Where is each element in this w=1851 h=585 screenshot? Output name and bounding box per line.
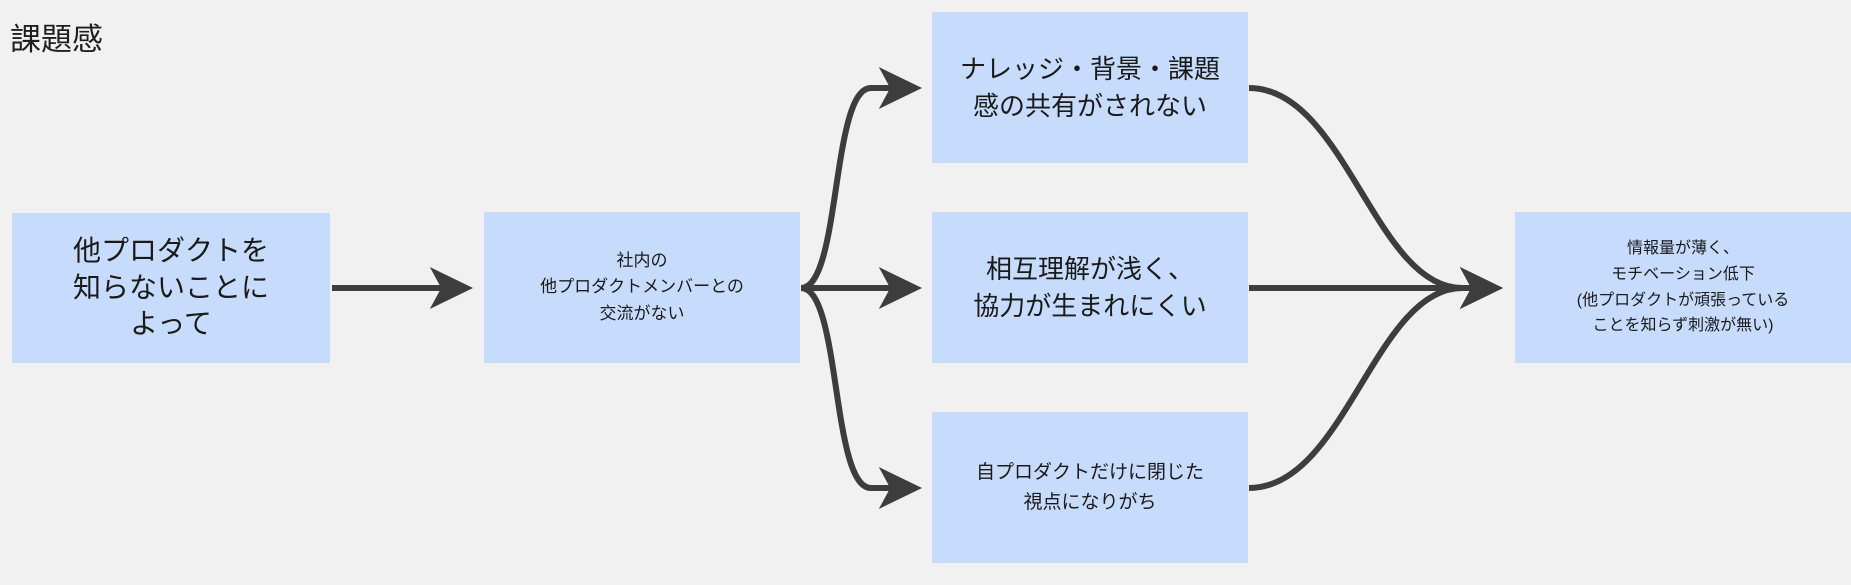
- node-label: ナレッジ・背景・課題 感の共有がされない: [959, 53, 1220, 121]
- node-label: 自プロダクトだけに閉じた 視点になりがち: [975, 462, 1204, 513]
- node-other-products-unknown[interactable]: 他プロダクトを 知らないことに よって: [12, 213, 330, 363]
- node-closed-perspective[interactable]: 自プロダクトだけに閉じた 視点になりがち: [932, 412, 1248, 563]
- node-no-internal-exchange[interactable]: 社内の 他プロダクトメンバーとの 交流がない: [484, 212, 800, 363]
- node-label: 相互理解が浅く、 協力が生まれにくい: [973, 253, 1207, 321]
- node-shallow-mutual-understanding[interactable]: 相互理解が浅く、 協力が生まれにくい: [932, 212, 1248, 363]
- node-low-motivation-outcome[interactable]: 情報量が薄く、 モチベーション低下 (他プロダクトが頑張っている ことを知らず刺…: [1515, 212, 1851, 363]
- edge-nocontact-to-knowledge: [800, 67, 923, 291]
- node-label: 他プロダクトを 知らないことに よって: [72, 235, 269, 340]
- node-label: 社内の 他プロダクトメンバーとの 交流がない: [540, 250, 744, 323]
- edge-knowledge-to-outcome: [1248, 85, 1504, 309]
- edge-perspective-to-outcome: [1248, 267, 1504, 491]
- page-title: 課題感: [10, 22, 103, 57]
- edge-nocontact-to-perspective: [800, 285, 923, 509]
- node-label: 情報量が薄く、 モチベーション低下 (他プロダクトが頑張っている ことを知らず刺…: [1576, 239, 1790, 335]
- node-no-knowledge-sharing[interactable]: ナレッジ・背景・課題 感の共有がされない: [932, 12, 1248, 163]
